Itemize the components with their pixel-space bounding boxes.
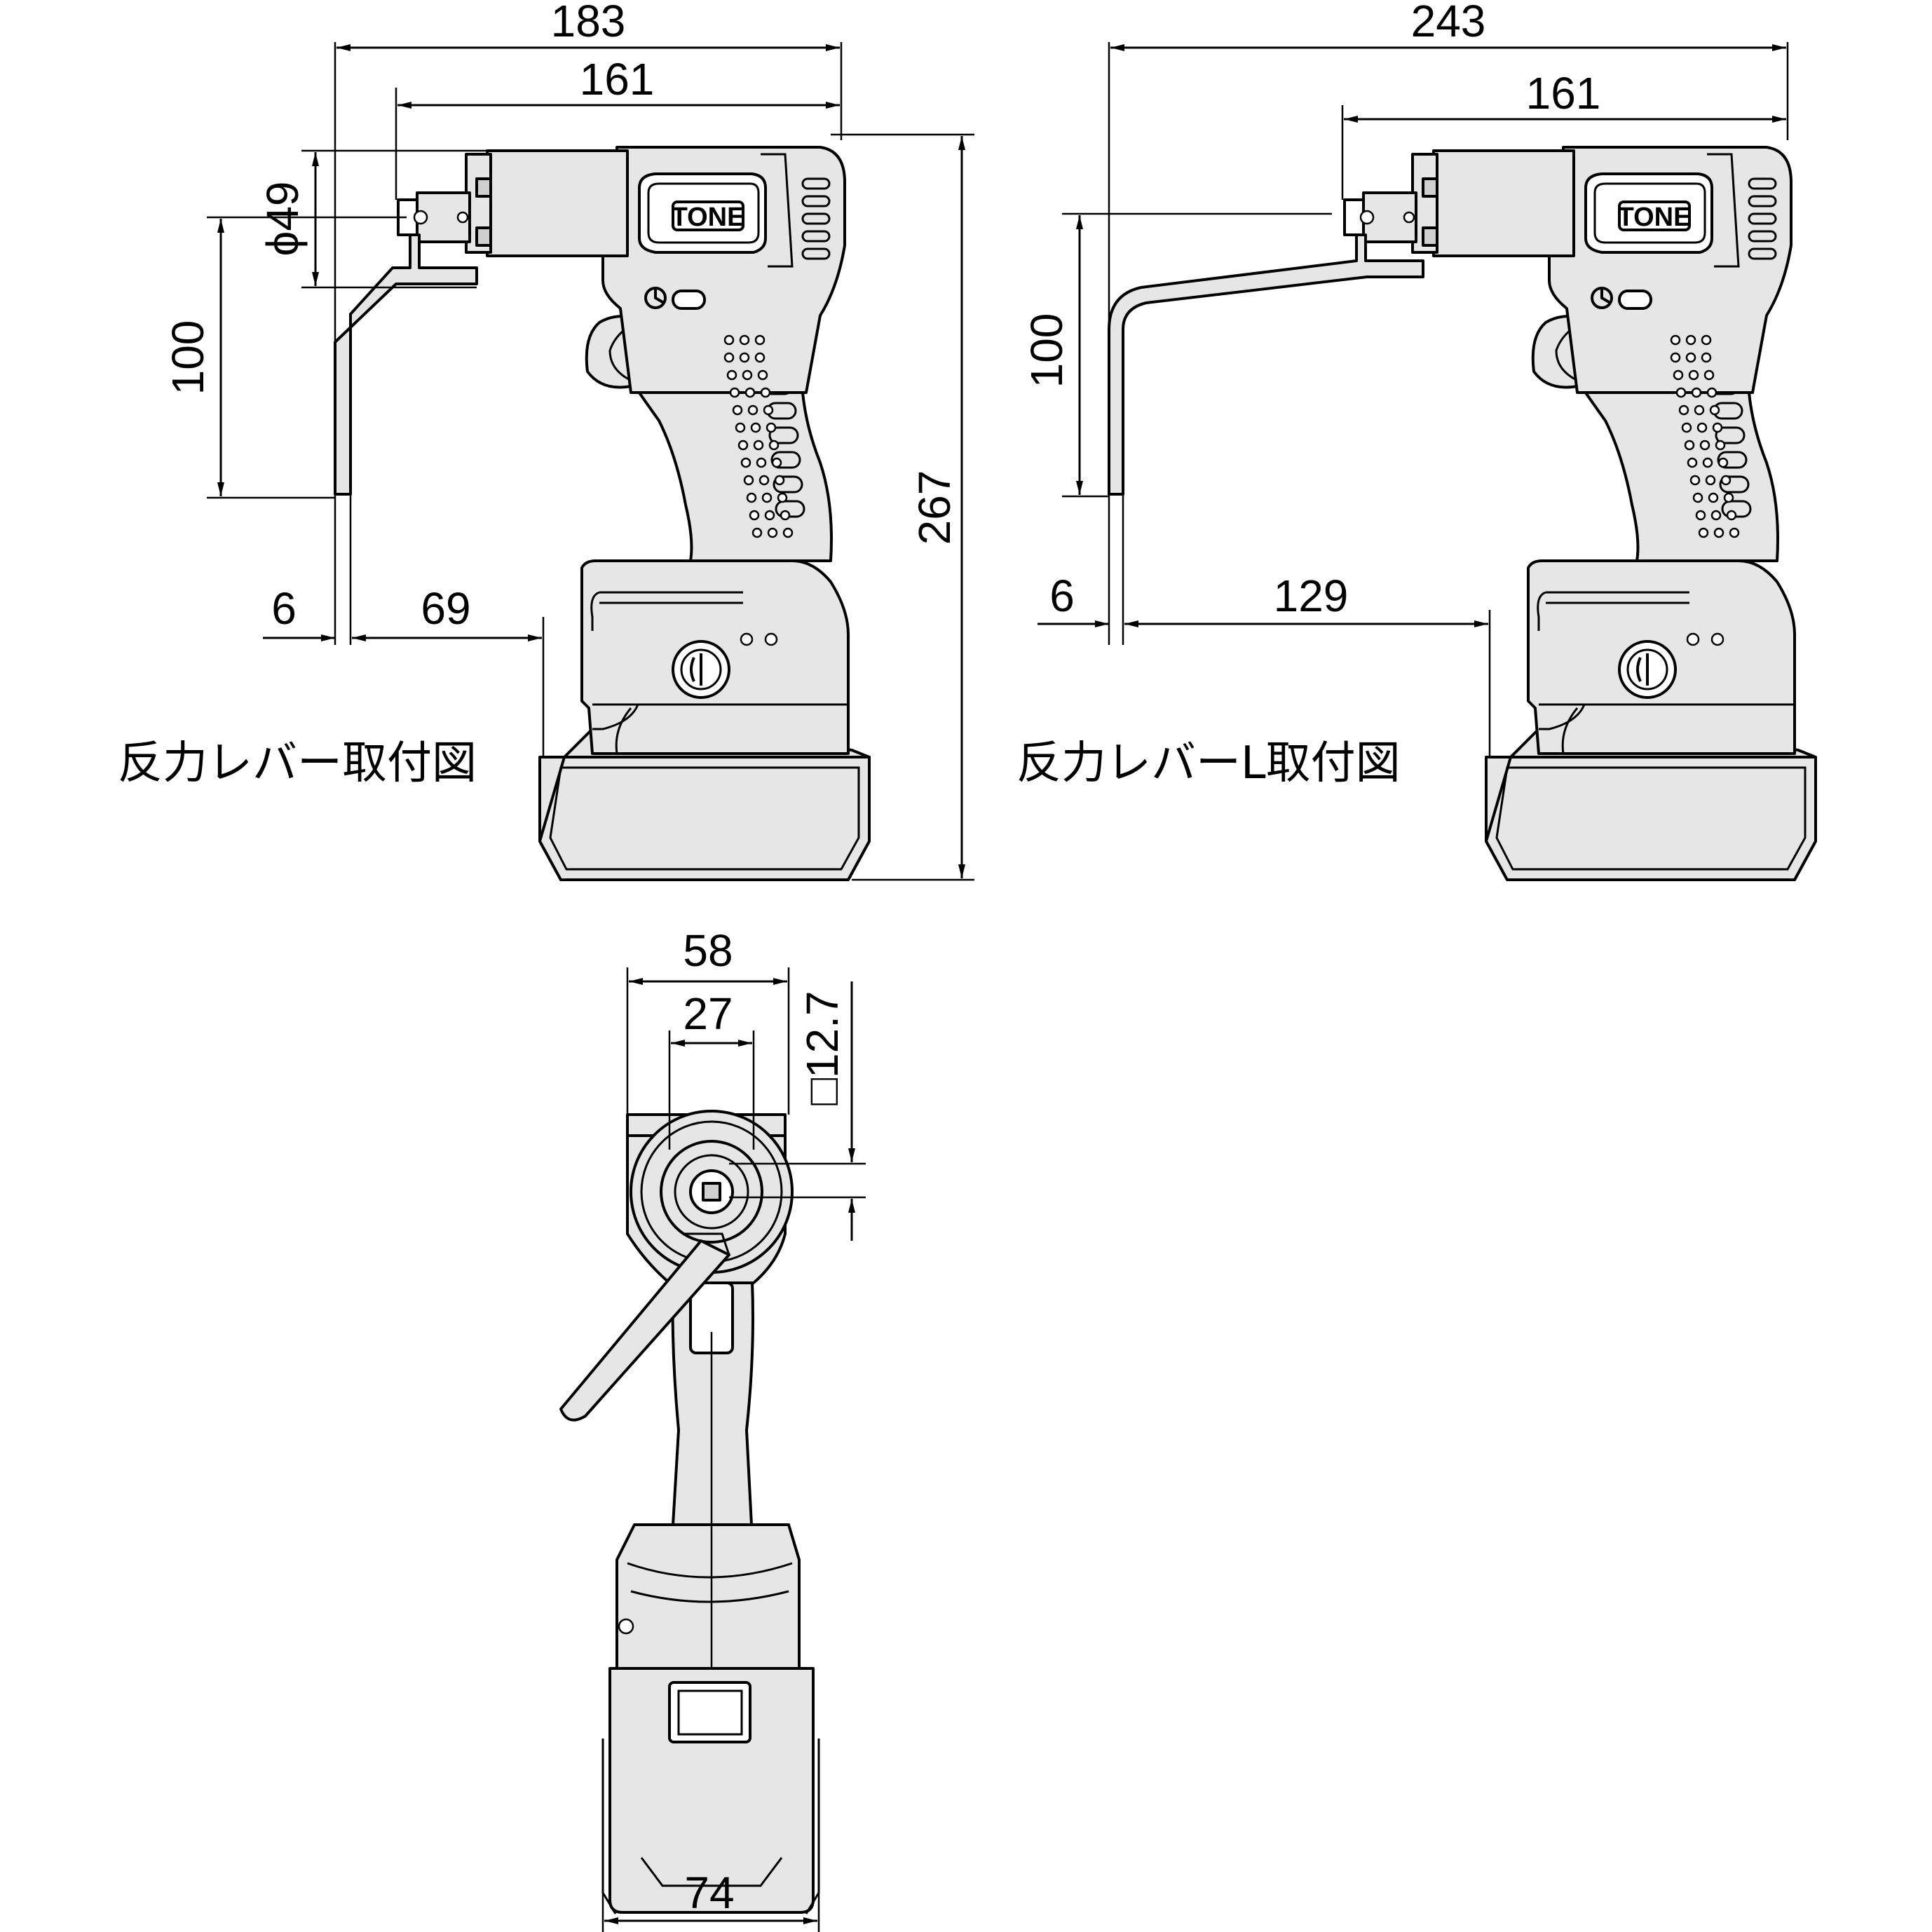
side-view-long: 243 161 100 6 129 反力レバーL取付図 — [1016, 0, 1817, 881]
dim-100: 100 — [163, 320, 213, 395]
dim-161-long: 161 — [1526, 68, 1601, 118]
dim-69: 69 — [421, 583, 470, 634]
dim-6-long: 6 — [1049, 571, 1075, 621]
dim-100-long: 100 — [1021, 313, 1072, 388]
tone-logo: TONE — [672, 203, 745, 232]
dim-243: 243 — [1411, 0, 1486, 46]
tone-logo-long: TONE — [1618, 203, 1692, 232]
reaction-lever-long — [1108, 233, 1424, 496]
dim-6: 6 — [271, 583, 297, 634]
reaction-lever — [334, 233, 478, 496]
dim-58: 58 — [683, 925, 733, 976]
dim-129: 129 — [1274, 571, 1349, 621]
caption-standard-lever: 反力レバー取付図 — [118, 737, 477, 789]
front-view: 58 27 □12.7 74 — [559, 925, 866, 1932]
caption-long-lever: 反力レバーL取付図 — [1016, 737, 1401, 789]
dim-square-12-7: □12.7 — [797, 991, 848, 1105]
dim-phi49: ϕ49 — [257, 181, 308, 256]
dim-74: 74 — [684, 1868, 734, 1918]
dim-183: 183 — [551, 0, 626, 46]
dim-161: 161 — [580, 54, 655, 104]
dim-27: 27 — [683, 988, 733, 1039]
dim-267: 267 — [909, 470, 960, 545]
side-view-standard: 183 161 ϕ49 100 267 6 69 反力レバー取付図 — [118, 0, 974, 881]
